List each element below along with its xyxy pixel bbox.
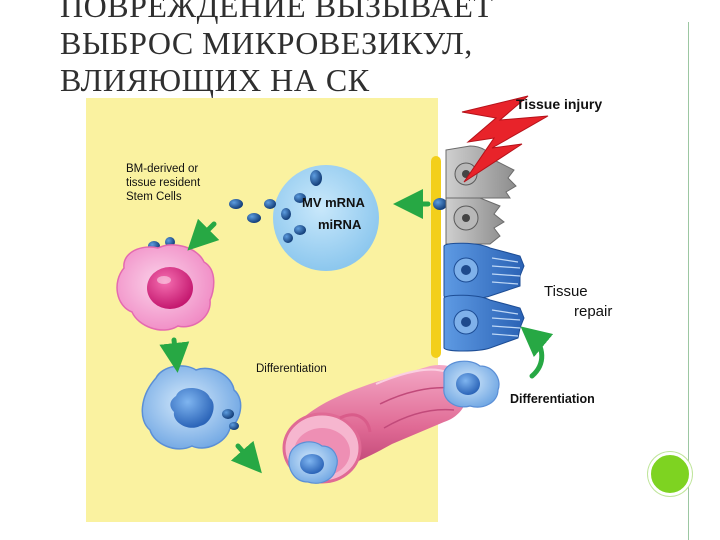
slide-right-rule — [688, 22, 689, 540]
title-mask — [60, 88, 440, 98]
label-stem-cells: BM-derived or tissue resident Stem Cells — [126, 162, 246, 204]
arrow-to-stem-cell — [187, 218, 220, 251]
label-tissue-repair-line-2: repair — [574, 303, 613, 320]
flow-arrows — [159, 189, 554, 474]
label-tissue-injury: Tissue injury — [516, 96, 603, 112]
arrow-to-vessel — [230, 440, 262, 474]
bubble-vesicles — [281, 170, 322, 243]
cell-in-vessel — [288, 441, 338, 484]
label-mirna: miRNA — [318, 217, 362, 232]
label-mv-mrna: MV mRNA — [302, 195, 365, 210]
arrow-down-differentiate — [159, 337, 190, 373]
label-differentiation-center: Differentiation — [256, 363, 327, 375]
label-tissue-repair-line-1: Tissue — [544, 283, 588, 300]
injured-tissue-cells — [445, 145, 517, 245]
injury-bolt-icon — [461, 95, 549, 183]
differentiating-cell-blue — [141, 365, 242, 450]
cell-membrane-bar — [431, 156, 441, 358]
title-line-3: ВЛИЯЮЩИХ НА СК — [60, 62, 370, 98]
slide-title: ПОВРЕЖДЕНИЕ ВЫЗЫВАЕТ ВЫБРОС МИКРОВЕЗИКУЛ… — [60, 0, 660, 99]
microvesicle-bubble — [273, 165, 379, 271]
label-tissue-repair: Tissue repair — [544, 282, 612, 322]
arrow-repair-curve — [520, 326, 554, 379]
label-differentiation-right: Differentiation — [510, 392, 595, 406]
arriving-stem-cell — [443, 360, 500, 408]
label-mv-content: MV mRNA miRNA — [302, 192, 365, 236]
title-line-2: ВЫБРОС МИКРОВЕЗИКУЛ, — [60, 25, 473, 61]
title-line-1: ПОВРЕЖДЕНИЕ ВЫЗЫВАЕТ — [60, 0, 494, 24]
repairing-tissue-cells — [443, 242, 525, 352]
green-dot-decoration — [648, 452, 692, 496]
label-stem-cells-line-2: tissue resident — [126, 177, 201, 189]
label-stem-cells-line-3: Stem Cells — [126, 191, 182, 203]
stem-cell-pink — [116, 244, 215, 331]
label-stem-cells-line-1: BM-derived or — [126, 163, 199, 175]
